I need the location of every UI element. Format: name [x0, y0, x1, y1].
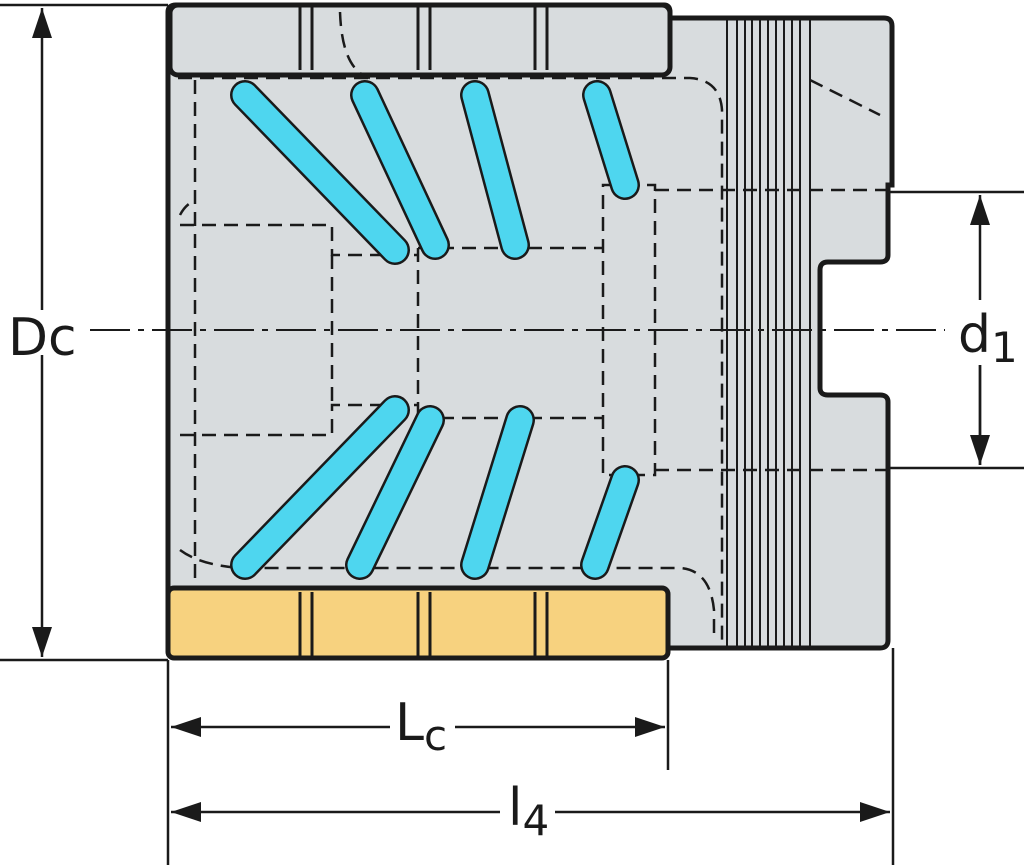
- d1-label: d1: [958, 305, 1018, 372]
- l4-label: l4: [508, 778, 549, 845]
- dimension-lines: [0, 5, 1024, 865]
- top-insert: [167, 2, 673, 78]
- top-insert-slots: [298, 5, 549, 70]
- coolant-channels: [230, 80, 640, 580]
- bottom-insert-slots: [298, 592, 549, 656]
- dc-label: Dc: [8, 308, 77, 368]
- lc-label: Lc: [395, 693, 447, 760]
- thread-rings: [726, 20, 811, 646]
